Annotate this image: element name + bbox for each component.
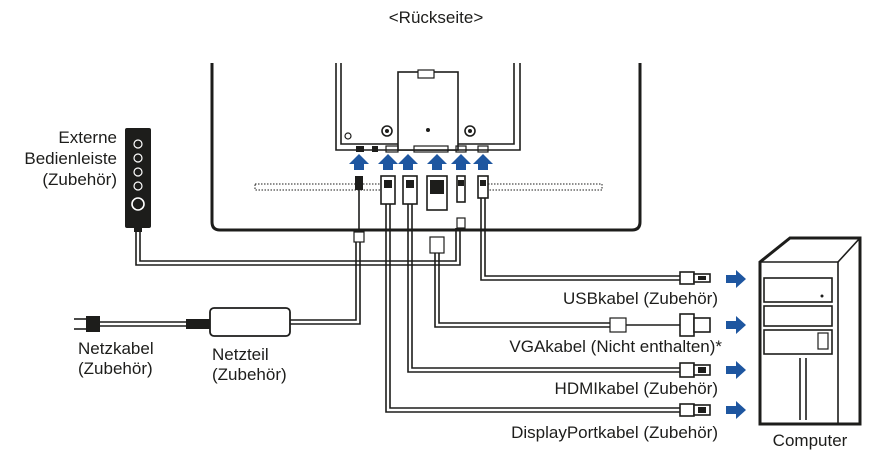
dp-plug-end xyxy=(679,403,711,417)
diagram-title: <Rückseite> xyxy=(389,8,484,27)
arrow-up-icon xyxy=(451,154,471,170)
power-adapter xyxy=(186,307,291,337)
connector-panel xyxy=(335,63,521,153)
arrow-up-icon xyxy=(427,154,447,170)
arrow-up-icon xyxy=(398,154,418,170)
computer-tower xyxy=(758,236,862,426)
port-arrows xyxy=(349,154,493,170)
power-plug xyxy=(74,316,100,332)
monitor-back xyxy=(210,63,642,232)
power-adapter-label-2: (Zubehör) xyxy=(212,365,287,384)
power-cord-label-2: (Zubehör) xyxy=(78,359,153,378)
external-control-box xyxy=(125,128,151,232)
arrow-right-icon xyxy=(726,270,746,288)
control-box-label-3: (Zubehör) xyxy=(42,170,117,189)
arrow-up-icon xyxy=(378,154,398,170)
control-box-label-2: Bedienleiste xyxy=(24,149,117,168)
usb-plug-end xyxy=(679,271,711,285)
cable-plugs xyxy=(353,175,489,254)
arrow-right-icon xyxy=(726,316,746,334)
power-adapter-label-1: Netzteil xyxy=(212,345,269,364)
computer-label: Computer xyxy=(773,431,848,450)
arrow-right-icon xyxy=(726,401,746,419)
vga-cable-label: VGAkabel (Nicht enthalten)* xyxy=(509,337,722,356)
dp-cable-label: DisplayPortkabel (Zubehör) xyxy=(511,423,718,442)
power-cord-label-1: Netzkabel xyxy=(78,339,154,358)
usb-cable-label: USBkabel (Zubehör) xyxy=(563,289,718,308)
cables xyxy=(100,198,680,413)
computer-arrows xyxy=(726,270,746,419)
vga-plug-end xyxy=(609,313,711,337)
hdmi-cable-label: HDMIkabel (Zubehör) xyxy=(555,379,718,398)
arrow-right-icon xyxy=(726,361,746,379)
hdmi-plug-end xyxy=(679,362,711,378)
arrow-up-icon xyxy=(349,154,369,170)
arrow-up-icon xyxy=(473,154,493,170)
control-box-label-1: Externe xyxy=(58,128,117,147)
